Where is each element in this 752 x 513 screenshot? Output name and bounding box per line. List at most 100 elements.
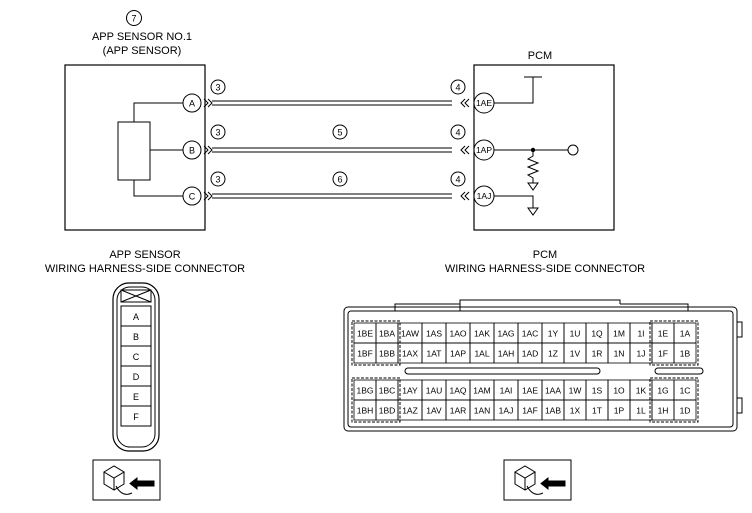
pcm-pin-1bg: 1BG <box>353 379 377 401</box>
svg-text:1AI: 1AI <box>500 386 513 396</box>
svg-text:1AR: 1AR <box>450 406 467 416</box>
svg-text:1BA: 1BA <box>379 329 395 339</box>
callout-5: 5 <box>332 124 348 140</box>
pcm-pin-1l: 1L <box>629 399 653 421</box>
sensor-resistor <box>117 121 151 181</box>
svg-text:1AJ: 1AJ <box>499 406 514 416</box>
svg-text:1AC: 1AC <box>522 329 539 339</box>
app-connector-pin-c: C <box>120 345 152 367</box>
svg-text:F: F <box>133 412 139 422</box>
svg-text:3: 3 <box>215 128 220 138</box>
pcm-terminal-1ap: 1AP <box>473 139 495 161</box>
pcm-pin-1at: 1AT <box>421 342 447 364</box>
svg-text:1V: 1V <box>570 349 581 359</box>
pcm-pin-1y: 1Y <box>541 322 565 344</box>
pcm-pin-1v: 1V <box>563 342 587 364</box>
svg-text:4: 4 <box>455 83 460 93</box>
svg-text:1L: 1L <box>636 406 646 416</box>
app-sensor-callout: 7 <box>126 10 142 26</box>
pcm-pin-1s: 1S <box>585 379 609 401</box>
pcm-pin-1am: 1AM <box>469 379 495 401</box>
svg-text:1AD: 1AD <box>522 349 539 359</box>
pcm-pin-1g: 1G <box>651 379 675 401</box>
harness-wires <box>212 100 452 199</box>
svg-text:1BB: 1BB <box>379 349 395 359</box>
pcm-pin-1ao: 1AO <box>445 322 471 344</box>
svg-text:B: B <box>133 332 139 342</box>
pcm-pin-1f: 1F <box>651 342 675 364</box>
svg-text:A: A <box>189 99 195 109</box>
svg-text:1AA: 1AA <box>545 386 561 396</box>
svg-text:1K: 1K <box>636 386 647 396</box>
pcm-connector-title: PCM <box>533 249 557 261</box>
svg-text:C: C <box>133 352 140 362</box>
svg-text:1AJ: 1AJ <box>477 191 492 201</box>
svg-text:B: B <box>189 146 195 156</box>
callout-3-c: 3 <box>210 171 226 187</box>
svg-text:1AZ: 1AZ <box>402 406 418 416</box>
pcm-pin-1ae: 1AE <box>517 379 543 401</box>
svg-text:1AU: 1AU <box>426 386 443 396</box>
app-connector-subtitle: WIRING HARNESS-SIDE CONNECTOR <box>45 263 245 275</box>
svg-text:1J: 1J <box>637 349 646 359</box>
svg-text:A: A <box>133 312 139 322</box>
svg-text:6: 6 <box>337 175 342 185</box>
pcm-pin-1ad: 1AD <box>517 342 543 364</box>
svg-text:E: E <box>133 392 139 402</box>
pcm-connector-subtitle: WIRING HARNESS-SIDE CONNECTOR <box>445 263 645 275</box>
app-terminal-a: A <box>182 93 202 113</box>
pcm-pin-1az: 1AZ <box>397 399 423 421</box>
pcm-group-right-bottom <box>649 377 699 423</box>
pcm-title: PCM <box>528 50 552 62</box>
svg-text:1E: 1E <box>658 329 669 339</box>
pcm-pin-1r: 1R <box>585 342 609 364</box>
app-connector-title: APP SENSOR <box>109 249 180 261</box>
callout-6: 6 <box>332 171 348 187</box>
svg-text:1X: 1X <box>570 406 581 416</box>
pcm-pin-1aj: 1AJ <box>493 399 519 421</box>
svg-text:1AH: 1AH <box>498 349 515 359</box>
pcm-pin-1aq: 1AQ <box>445 379 471 401</box>
pcm-pin-1ax: 1AX <box>397 342 423 364</box>
pcm-pin-1ay: 1AY <box>397 379 423 401</box>
svg-text:1Y: 1Y <box>548 329 559 339</box>
pcm-pin-1an: 1AN <box>469 399 495 421</box>
svg-text:1Q: 1Q <box>591 329 603 339</box>
svg-text:1BE: 1BE <box>357 329 373 339</box>
pcm-pin-1h: 1H <box>651 399 675 421</box>
pcm-connector-chevrons <box>460 98 470 201</box>
callout-4-c: 4 <box>450 171 466 187</box>
pcm-pin-1ah: 1AH <box>493 342 519 364</box>
pcm-pin-1x: 1X <box>563 399 587 421</box>
svg-text:1AP: 1AP <box>450 349 466 359</box>
svg-text:C: C <box>189 192 196 202</box>
svg-text:1BF: 1BF <box>357 349 373 359</box>
callout-4-a: 4 <box>450 79 466 95</box>
pcm-pin-1aa: 1AA <box>541 379 565 401</box>
svg-text:3: 3 <box>215 175 220 185</box>
pcm-pin-1ac: 1AC <box>517 322 543 344</box>
pcm-connector-view-icon <box>503 459 572 501</box>
pcm-pin-1aw: 1AW <box>397 322 423 344</box>
svg-text:1AQ: 1AQ <box>449 386 466 396</box>
svg-text:4: 4 <box>455 128 460 138</box>
svg-text:1AX: 1AX <box>402 349 418 359</box>
pcm-pin-1t: 1T <box>585 399 609 421</box>
svg-text:1AG: 1AG <box>497 329 514 339</box>
pcm-terminal-1ae: 1AE <box>473 92 495 114</box>
svg-text:1AS: 1AS <box>426 329 442 339</box>
pcm-pin-1av: 1AV <box>421 399 447 421</box>
pcm-box <box>473 64 615 231</box>
pcm-pin-1be: 1BE <box>353 322 377 344</box>
svg-text:1AE: 1AE <box>476 98 492 108</box>
pcm-pin-1ab: 1AB <box>541 399 565 421</box>
app-terminal-b: B <box>182 140 202 160</box>
pcm-pin-1i: 1I <box>629 322 653 344</box>
junction-dot <box>530 147 536 153</box>
svg-text:1A: 1A <box>680 329 691 339</box>
callout-3-a: 3 <box>210 79 226 95</box>
pcm-pin-1j: 1J <box>629 342 653 364</box>
svg-text:1BG: 1BG <box>356 386 373 396</box>
pcm-pin-1ai: 1AI <box>493 379 519 401</box>
